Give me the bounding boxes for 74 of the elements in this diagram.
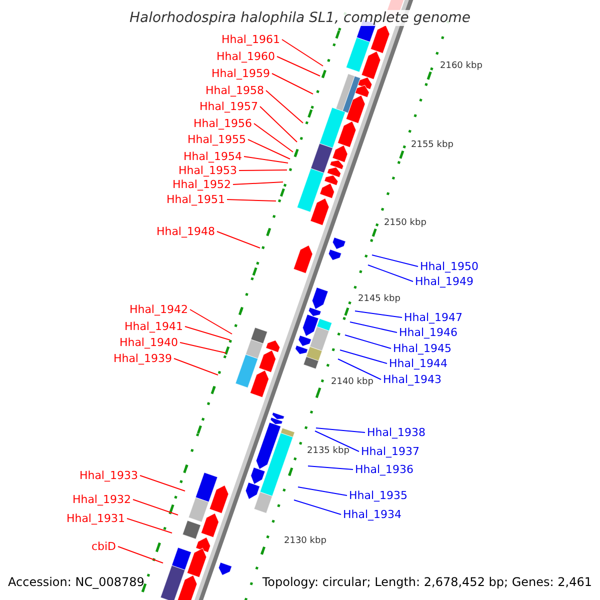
scale-label: 2130 kbp: [284, 536, 326, 546]
leader-line: [180, 342, 226, 354]
leader-line: [340, 350, 388, 364]
gene-label: Hhal_1935: [349, 489, 408, 502]
leader-line: [126, 518, 172, 534]
gene-label: Hhal_1949: [415, 275, 474, 288]
gene-label: Hhal_1951: [166, 193, 225, 206]
scale-label: 2140 kbp: [331, 377, 374, 387]
gene-label: Hhal_1954: [183, 150, 242, 163]
leader-line: [226, 199, 276, 202]
gene-label: Hhal_1940: [119, 336, 178, 349]
gene-label: Hhal_1941: [124, 320, 183, 333]
leader-line: [294, 500, 342, 515]
leader-line: [184, 326, 230, 340]
gene-label: Hhal_1932: [72, 493, 131, 506]
gene-label: Hhal_1947: [404, 311, 463, 324]
leader-line: [216, 231, 260, 248]
leader-line: [316, 428, 366, 433]
leader-line: [344, 334, 392, 349]
gene-label: Hhal_1943: [383, 373, 442, 386]
leader-line: [248, 139, 290, 160]
gene-label: Hhal_1931: [66, 512, 125, 525]
leader-line: [314, 430, 360, 452]
gene-label: Hhal_1958: [205, 84, 264, 97]
gene-label: Hhal_1950: [420, 260, 479, 273]
gene-label: Hhal_1944: [389, 357, 448, 370]
scale-label: 2135 kbp: [307, 446, 350, 456]
leader-line: [308, 466, 354, 470]
gene-label: Hhal_1953: [178, 164, 237, 177]
gene-label: Hhal_1955: [187, 133, 246, 146]
gene-label: cbiD: [91, 540, 116, 553]
footer-text: Accession: NC_008789: [8, 575, 144, 589]
scale-label: 2155 kbp: [411, 140, 454, 150]
gene-label: Hhal_1936: [355, 463, 414, 476]
gene-label: Hhal_1933: [79, 469, 138, 482]
gene-label: Hhal_1942: [129, 303, 188, 316]
leader-line: [118, 546, 164, 564]
gene-label: Hhal_1945: [393, 342, 452, 355]
leader-line: [254, 123, 294, 152]
scale-label: 2160 kbp: [440, 61, 482, 71]
leader-line: [190, 309, 232, 334]
gene-label: Hhal_1959: [211, 67, 270, 80]
gene-label: Hhal_1960: [216, 50, 275, 63]
scale-label: 2150 kbp: [384, 218, 426, 228]
leader-line: [238, 170, 288, 171]
leader-line: [174, 358, 218, 376]
leader-line: [244, 156, 288, 164]
gene-label: Hhal_1961: [221, 33, 280, 46]
leader-line: [338, 358, 382, 380]
leader-line: [260, 106, 298, 142]
gene-label: Hhal_1938: [367, 426, 426, 439]
leader-line: [266, 90, 304, 124]
gene-label: Hhal_1956: [193, 117, 252, 130]
leader-line: [232, 182, 284, 185]
leader-line: [350, 322, 398, 333]
leader-line: [298, 486, 348, 496]
leader-line: [282, 39, 324, 66]
leader-line: [276, 56, 320, 76]
leader-line: [354, 310, 402, 318]
leader-line: [368, 264, 414, 282]
footer-text: Topology: circular; Length: 2,678,452 bp; Genes: 2,461: [262, 575, 592, 589]
leader-line: [272, 73, 314, 94]
gene-label: Hhal_1952: [172, 178, 231, 191]
gene-label: Hhal_1934: [343, 508, 402, 521]
leader-line: [132, 499, 178, 516]
gene-label: Hhal_1937: [361, 445, 420, 458]
leader-line: [140, 475, 186, 492]
leader-line: [372, 254, 418, 267]
scale-label: 2145 kbp: [358, 294, 400, 304]
gene-label: Hhal_1948: [156, 225, 215, 238]
gene-label: Hhal_1939: [113, 352, 172, 365]
gene-label: Hhal_1946: [399, 326, 458, 339]
gene-label: Hhal_1957: [199, 100, 258, 113]
title: Halorhodospira halophila SL1, complete genome: [129, 10, 471, 26]
